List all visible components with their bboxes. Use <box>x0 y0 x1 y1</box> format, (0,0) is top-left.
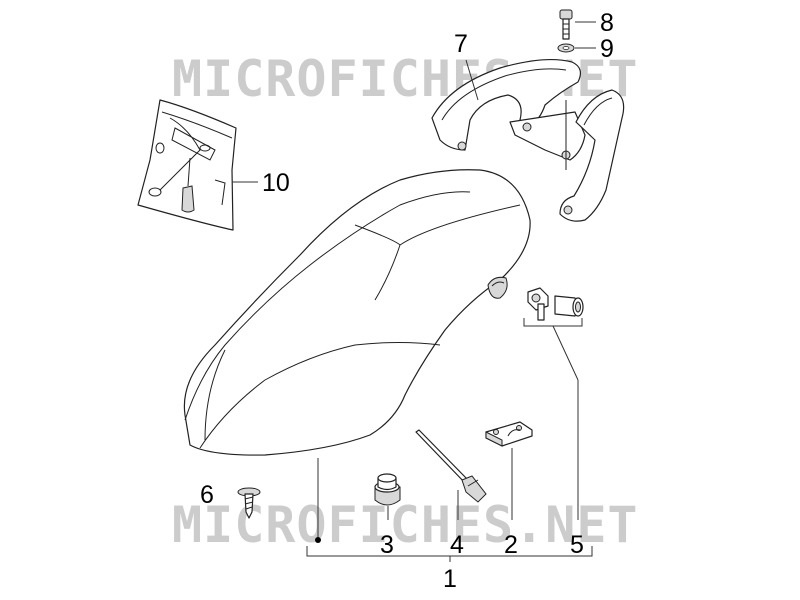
lock-plate-icon <box>485 421 533 447</box>
callout-6: 6 <box>200 481 214 509</box>
seat-icon <box>183 169 531 456</box>
callout-9: 9 <box>600 35 614 63</box>
rubber-buffer-icon <box>374 473 401 506</box>
hinge-pin-icon <box>527 287 584 321</box>
callout-4: 4 <box>450 531 464 559</box>
screw-icon <box>237 487 261 519</box>
callout-1: 1 <box>443 565 457 593</box>
callout-8: 8 <box>600 9 614 37</box>
grab-rail-icon <box>431 58 625 222</box>
callout-5: 5 <box>570 531 584 559</box>
cable-tie-icon <box>415 429 487 503</box>
leader-lines <box>232 21 596 562</box>
washer-icon <box>557 43 575 53</box>
tool-kit-icon <box>137 99 237 231</box>
callout-2: 2 <box>504 531 518 559</box>
watermark-bottom: MICROFICHES.NET <box>172 496 639 554</box>
bolt-icon <box>559 9 573 40</box>
callout-10: 10 <box>262 169 290 197</box>
leader-dot <box>315 537 321 543</box>
callout-7: 7 <box>454 30 468 58</box>
callout-3: 3 <box>380 531 394 559</box>
